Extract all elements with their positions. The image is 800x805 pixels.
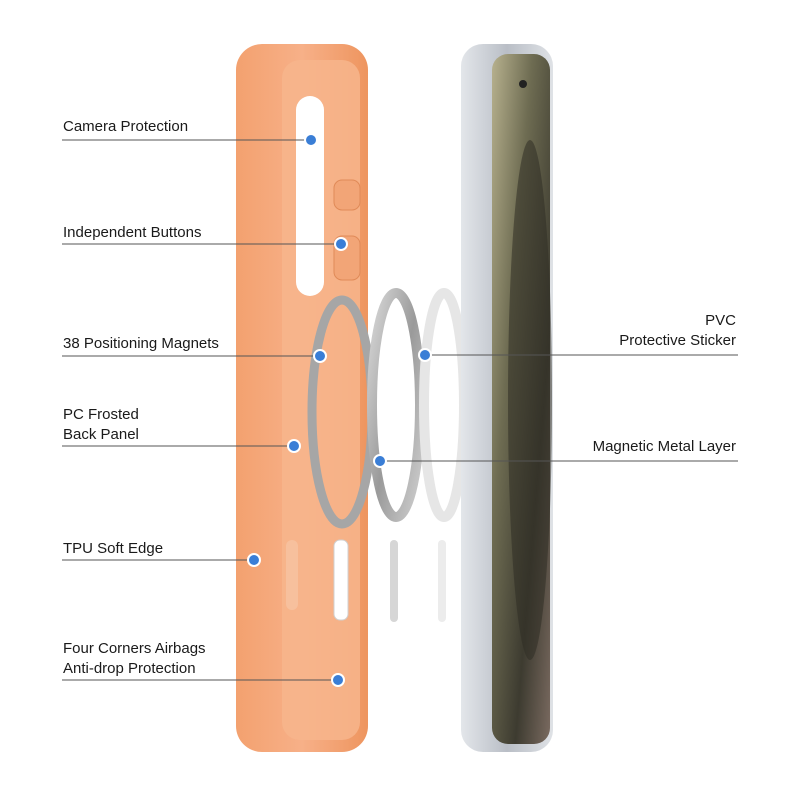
screen-shape [508,140,552,660]
label-text-line2: Anti-drop Protection [63,660,196,677]
label-independent-buttons: Independent Buttons [63,223,201,243]
dot-soft-edge [247,553,261,567]
dot-airbags [331,673,345,687]
label-text: TPU Soft Edge [63,540,164,557]
label-text: 38 Positioning Magnets [63,335,219,352]
metal-strip [390,540,398,622]
airbag-slot [286,540,298,610]
label-pvc-sticker: PVC Protective Sticker [619,311,736,351]
callout-dots [247,133,432,687]
label-soft-edge: TPU Soft Edge [63,539,163,559]
label-airbags: Four Corners Airbags Anti-drop Protectio… [63,639,206,679]
phone-case [236,44,377,752]
label-text: Camera Protection [63,118,189,135]
button-upper [333,179,361,211]
label-text-line1: PVC [705,312,736,329]
dot-magnets [313,349,327,363]
phone [461,44,553,752]
label-text-line2: Back Panel [63,426,139,443]
pvc-strip [438,540,446,622]
front-camera [519,80,527,88]
label-text-line1: PC Frosted [63,406,139,423]
label-metal-layer: Magnetic Metal Layer [593,437,736,457]
metal-ring [367,288,425,522]
bottom-cutout [333,539,349,621]
dot-pvc [418,348,432,362]
dot-back-panel [287,439,301,453]
dot-camera [304,133,318,147]
label-text-line2: Protective Sticker [619,332,736,349]
label-text: Independent Buttons [63,224,202,241]
label-text-line1: Four Corners Airbags [63,640,206,657]
camera-cutout [296,96,324,296]
dot-metal [373,454,387,468]
label-positioning-magnets: 38 Positioning Magnets [63,334,219,354]
pvc-ring [419,288,469,522]
dot-buttons [334,237,348,251]
label-text: Magnetic Metal Layer [592,438,736,455]
label-back-panel: PC Frosted Back Panel [63,405,139,445]
label-camera-protection: Camera Protection [63,117,188,137]
callout-lines [62,139,738,681]
